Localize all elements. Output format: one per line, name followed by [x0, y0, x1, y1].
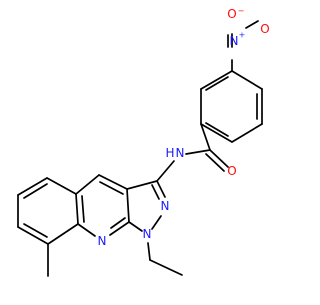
bond-n1-ch2	[147, 242, 151, 261]
bonds	[17, 20, 263, 277]
bond-pz-n2-n1	[151, 215, 162, 230]
bond-benz-carbonyl	[200, 123, 211, 151]
bond-ch2-ch3	[149, 259, 183, 276]
bond-pz-n1-c7a	[128, 221, 143, 232]
bond-carbonyl-o-double	[205, 153, 225, 172]
bond-n-c3	[156, 160, 175, 182]
atom-n-amide: N	[176, 146, 185, 160]
bond-bz-c7-c8	[17, 226, 49, 245]
bond-py-c4a-c8a-inner	[81, 195, 85, 223]
atom-n-nitro: N	[230, 34, 239, 48]
bond-bz-c5-c6-inner	[23, 183, 48, 199]
structure-drawing: O − N + O H N O N N N	[17, 7, 270, 277]
bond-bz-c5-c6	[17, 177, 48, 196]
atom-labels: O − N + O H N O N N N	[98, 7, 270, 249]
bond-py-n-c7a	[109, 221, 130, 236]
bond-benz-c3-c4	[231, 123, 263, 143]
bond-pz-c3-n2	[156, 180, 166, 198]
molecule-svg: O − N + O H N O N N N	[17, 7, 270, 277]
bond-carbonyl-o	[209, 149, 229, 168]
bond-benz-inner-3	[205, 76, 229, 91]
bond-benz-c4-c5	[200, 123, 233, 143]
atom-o-carbonyl: O	[227, 164, 236, 178]
bond-py-c8a-n	[77, 223, 96, 237]
atom-o-nitro-right: O	[260, 22, 269, 36]
bond-pz-c3a-c3	[126, 180, 158, 190]
bond-bz-c4a-c5	[46, 177, 77, 195]
bond-nitro-n-o-right	[245, 20, 259, 29]
bond-bz-c8-c8a	[47, 223, 79, 245]
bond-benz-inner-2	[205, 122, 229, 137]
bond-pz-c3-n2-double	[151, 184, 160, 200]
atom-n-pyridine: N	[98, 234, 107, 248]
bond-pz-c7a-c3a	[126, 188, 130, 223]
bond-py-c3a-c4-inner	[99, 181, 124, 195]
bond-py-c4a-c8a	[75, 193, 79, 225]
atom-n-pyrazole-1: N	[143, 227, 152, 241]
bond-carbonyl-n	[185, 149, 211, 155]
bond-bz-c7-c8-inner	[23, 223, 48, 238]
charge-plus: +	[239, 31, 246, 40]
bond-py-c4-c4a	[75, 174, 100, 195]
bond-benz-c1-c2	[231, 70, 263, 90]
atom-n-pyrazole-2: N	[161, 199, 170, 213]
charge-minus: −	[238, 7, 245, 16]
bond-py-n-c7a-inner	[110, 217, 126, 229]
atom-o-nitro-top: O	[227, 7, 236, 21]
bond-py-c3a-c4	[98, 174, 128, 190]
atom-h-amide: H	[165, 146, 174, 160]
bond-benz-c6-c1	[200, 70, 233, 90]
